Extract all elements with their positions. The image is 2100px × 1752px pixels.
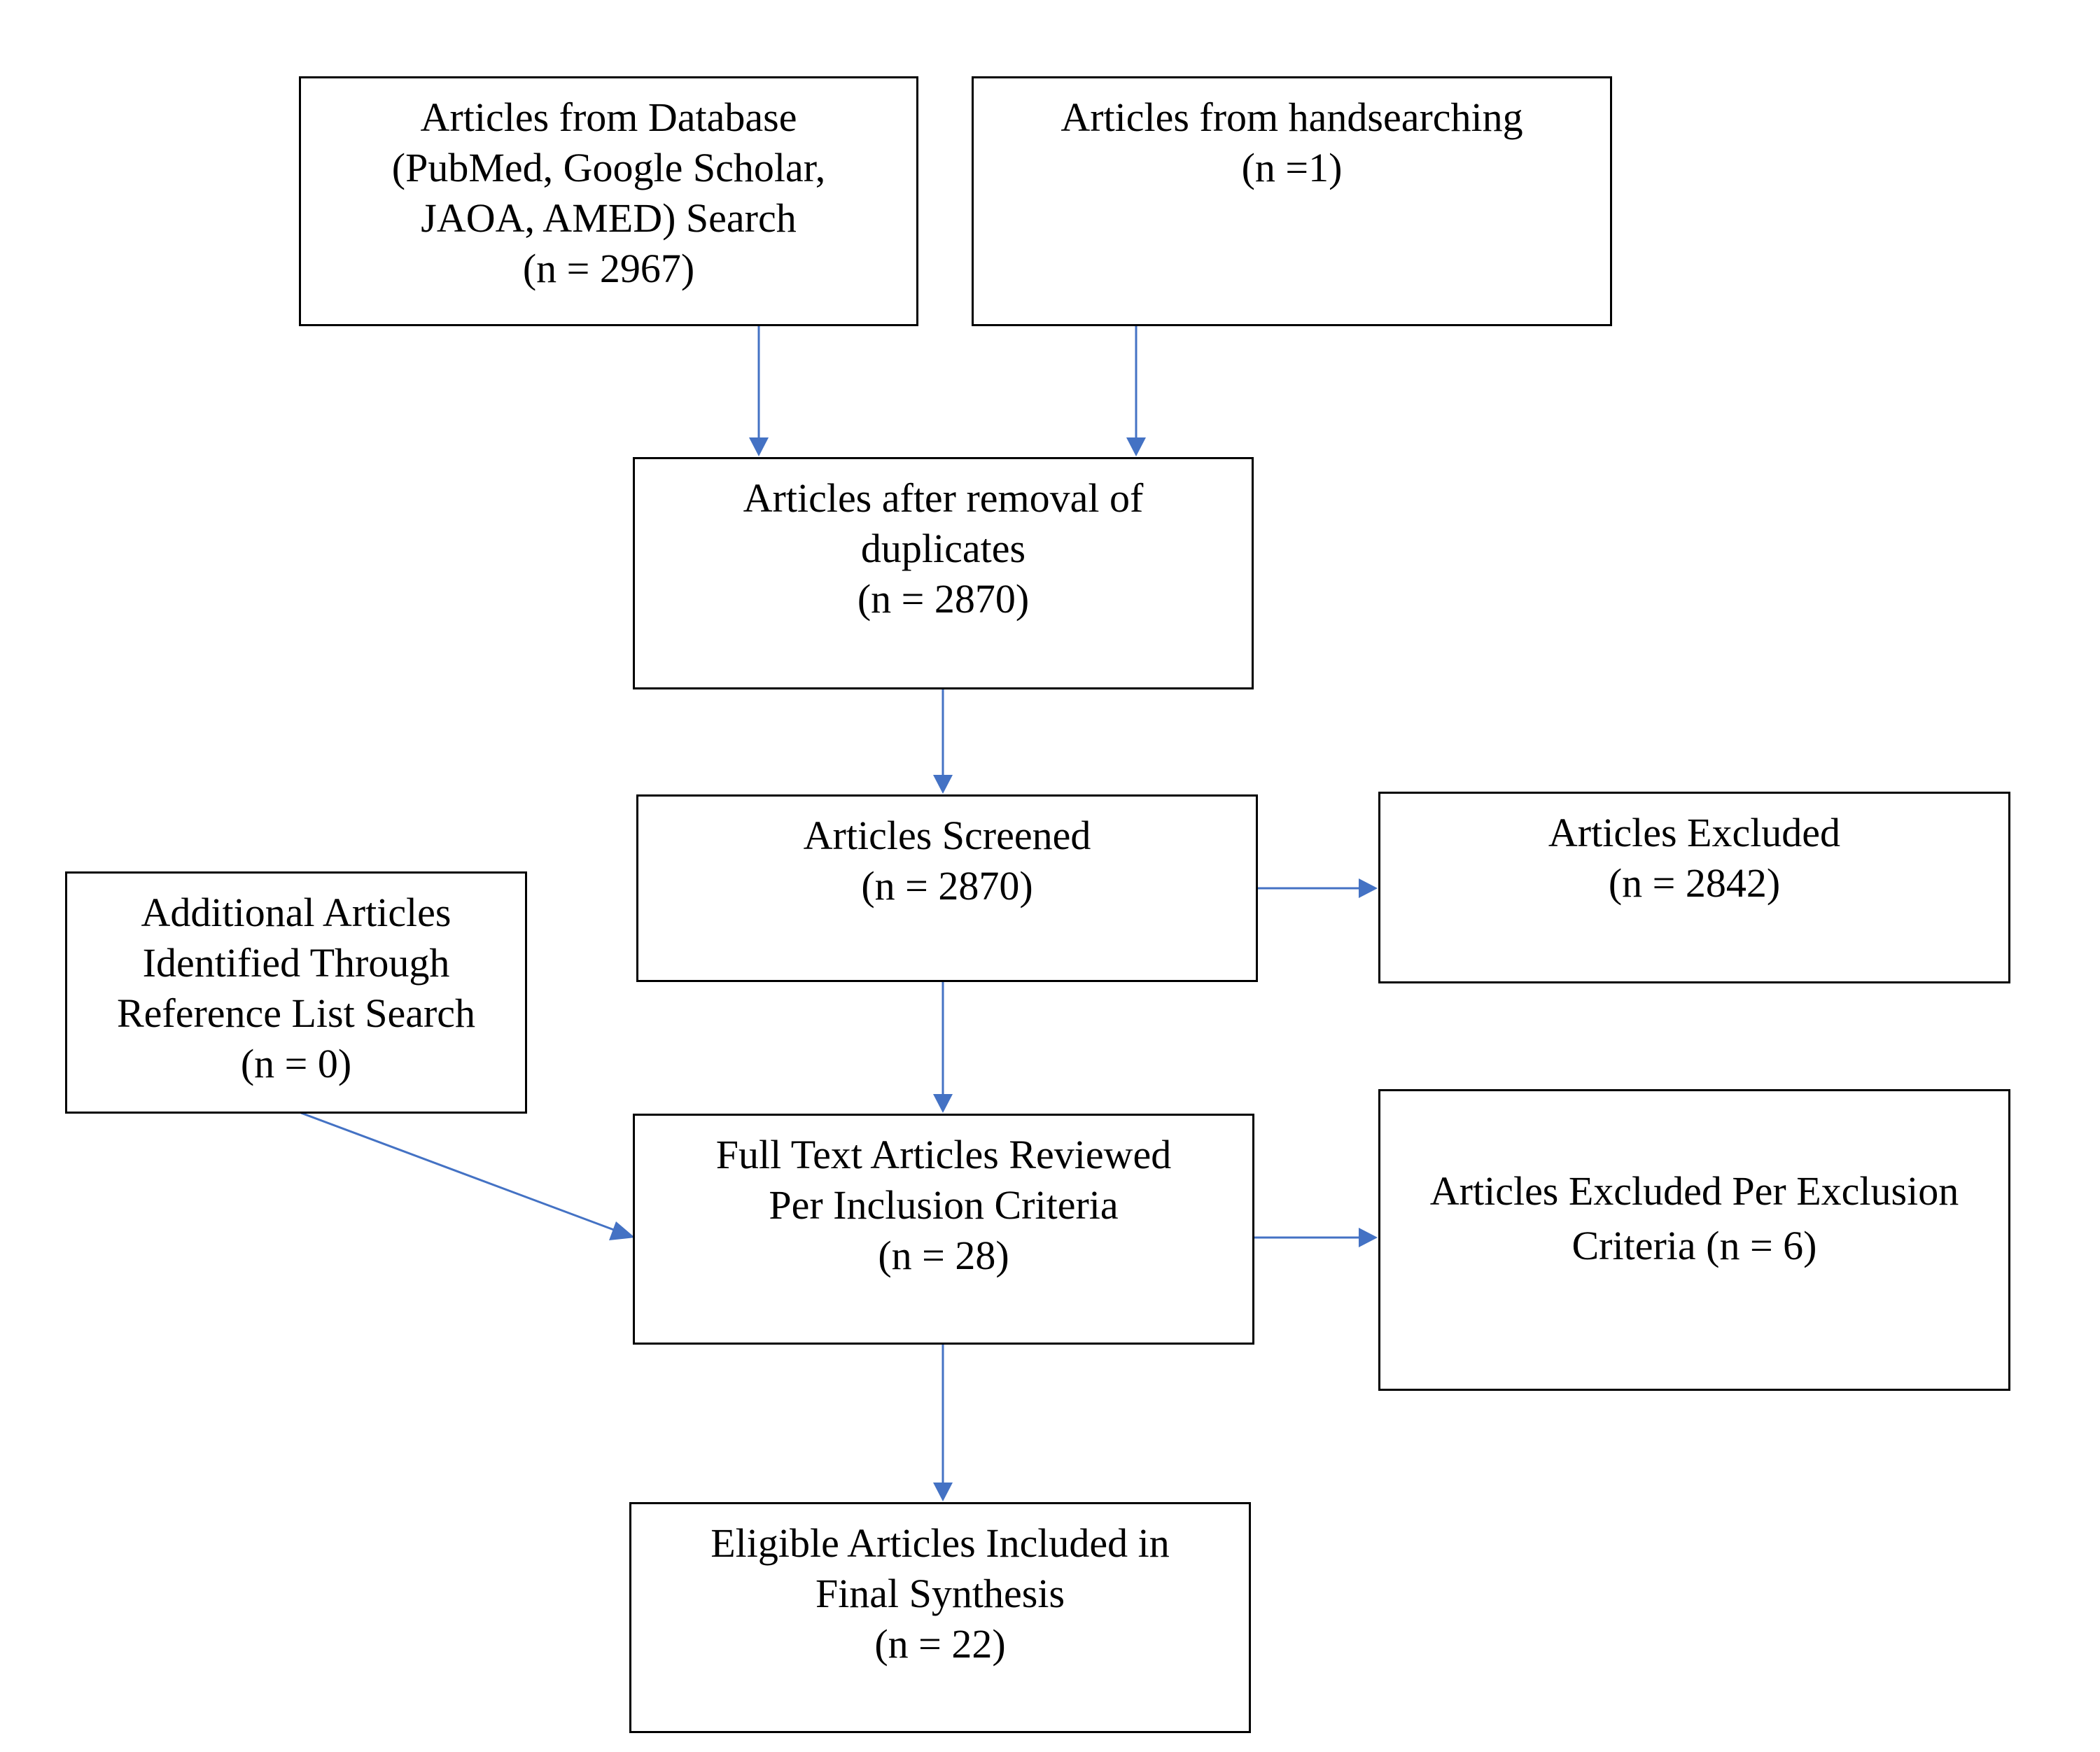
excluded-criteria-line-1: Articles Excluded Per Exclusion <box>1429 1168 1959 1214</box>
arrowhead-full-text-to-excluded-criteria <box>1359 1228 1378 1247</box>
deduplicated-line-2: duplicates <box>860 526 1026 571</box>
database-search-box: Articles from Database (PubMed, Google S… <box>299 76 918 326</box>
handsearching-label: Articles from handsearching <box>1060 94 1523 140</box>
excluded-criteria-line-2: Criteria (n = 6) <box>1572 1222 1817 1268</box>
final-synthesis-line-2: Final Synthesis <box>815 1571 1065 1616</box>
arrow-reference-search-to-full-text <box>300 1112 620 1233</box>
final-synthesis-box: Eligible Articles Included in Final Synt… <box>629 1502 1251 1733</box>
reference-search-count: (n = 0) <box>240 1041 352 1086</box>
arrowhead-deduplicated-to-screened <box>933 775 953 794</box>
screened-count: (n = 2870) <box>861 863 1033 909</box>
deduplicated-box: Articles after removal of duplicates (n … <box>633 457 1254 689</box>
full-text-line-1: Full Text Articles Reviewed <box>715 1132 1172 1177</box>
arrowhead-handsearching-to-deduplicated <box>1126 437 1146 456</box>
reference-search-line-1: Additional Articles <box>141 890 451 935</box>
database-search-line-2: (PubMed, Google Scholar, <box>391 145 826 190</box>
handsearching-box: Articles from handsearching (n =1) <box>972 76 1612 326</box>
screened-box: Articles Screened (n = 2870) <box>636 794 1258 982</box>
arrowhead-reference-search-to-full-text <box>609 1221 635 1240</box>
full-text-review-box: Full Text Articles Reviewed Per Inclusio… <box>633 1114 1254 1345</box>
reference-search-line-3: Reference List Search <box>116 990 476 1036</box>
reference-search-line-2: Identified Through <box>142 940 450 986</box>
excluded-box: Articles Excluded (n = 2842) <box>1378 792 2010 983</box>
arrowhead-full-text-to-final <box>933 1483 953 1501</box>
arrowhead-screened-to-full-text <box>933 1094 953 1113</box>
full-text-count: (n = 28) <box>878 1233 1009 1278</box>
arrowhead-database-to-deduplicated <box>749 437 769 456</box>
deduplicated-line-1: Articles after removal of <box>743 475 1144 521</box>
database-search-line-3: JAOA, AMED) Search <box>421 195 797 241</box>
final-synthesis-line-1: Eligible Articles Included in <box>710 1520 1170 1566</box>
database-search-count: (n = 2967) <box>522 246 695 291</box>
final-synthesis-count: (n = 22) <box>874 1621 1006 1667</box>
arrowhead-screened-to-excluded <box>1359 878 1378 898</box>
excluded-count: (n = 2842) <box>1608 860 1781 906</box>
deduplicated-count: (n = 2870) <box>857 576 1030 622</box>
screened-label: Articles Screened <box>803 813 1091 858</box>
reference-search-box: Additional Articles Identified Through R… <box>65 871 527 1114</box>
excluded-label: Articles Excluded <box>1548 810 1841 855</box>
full-text-line-2: Per Inclusion Criteria <box>769 1182 1119 1228</box>
handsearching-count: (n =1) <box>1241 145 1343 190</box>
excluded-criteria-box: Articles Excluded Per Exclusion Criteria… <box>1378 1089 2010 1391</box>
database-search-line-1: Articles from Database <box>420 94 797 140</box>
